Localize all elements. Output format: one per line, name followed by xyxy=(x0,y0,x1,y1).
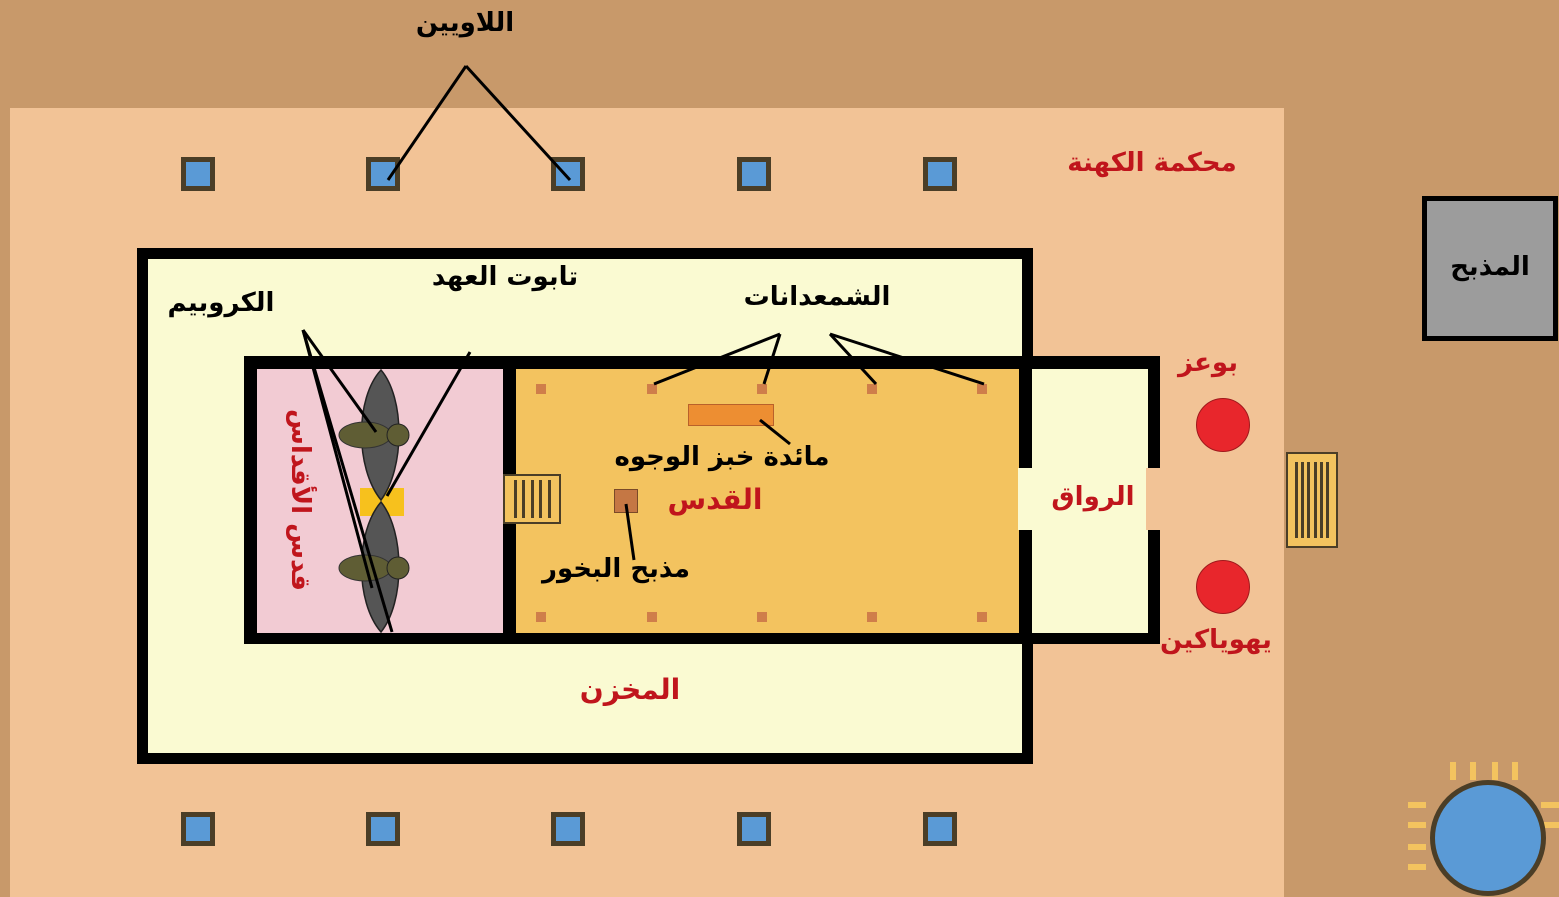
pillar-icon xyxy=(366,812,400,846)
inner-steps-icon xyxy=(503,474,561,524)
lampstand-icon xyxy=(757,612,767,622)
bread-table-icon xyxy=(688,404,774,426)
priests-court-label: محكمة الكهنة xyxy=(1067,148,1237,178)
pillar-icon xyxy=(737,157,771,191)
sea-stand-icon xyxy=(1408,762,1559,870)
pillar-icon xyxy=(181,812,215,846)
lampstand-icon xyxy=(867,612,877,622)
storehouse-label: المخزن xyxy=(579,673,681,706)
pillar-icon xyxy=(923,157,957,191)
altar-label: المذبح xyxy=(1450,252,1530,282)
pillar-icon xyxy=(551,157,585,191)
altar-box xyxy=(1422,196,1558,341)
porch-room xyxy=(1032,369,1148,633)
bronze-sea-icon xyxy=(1430,780,1546,896)
lampstand-icon xyxy=(536,384,546,394)
boaz-label: بوعز xyxy=(1178,348,1238,378)
lampstand-icon xyxy=(977,612,987,622)
lampstand-icon xyxy=(977,384,987,394)
pillar-icon xyxy=(366,157,400,191)
jachin-label: يهوياكين xyxy=(1160,625,1272,655)
holy-place-label: القدس xyxy=(667,483,763,516)
outer-steps-icon xyxy=(1286,452,1338,548)
porch-inner-opening xyxy=(1018,468,1034,530)
bread-table-label: مائدة خبز الوجوه xyxy=(614,442,830,472)
porch-label: الرواق xyxy=(1051,482,1135,512)
ark-label: تابوت العهد xyxy=(431,262,579,292)
lampstand-icon xyxy=(867,384,877,394)
incense-altar-icon xyxy=(614,489,638,513)
incense-altar-label: مذبح البخور xyxy=(542,554,690,584)
pillar-icon xyxy=(181,157,215,191)
pillar-icon xyxy=(923,812,957,846)
jachin-column-icon xyxy=(1196,560,1250,614)
porch-entrance xyxy=(1146,468,1166,530)
holy-of-holies-label: قدس الأقداس xyxy=(285,408,315,592)
lampstands-label: الشمعدانات xyxy=(743,282,891,312)
cherub-icon xyxy=(338,368,410,634)
pillar-icon xyxy=(551,812,585,846)
lampstand-icon xyxy=(647,384,657,394)
lampstand-icon xyxy=(647,612,657,622)
cherubim-label: الكروبيم xyxy=(167,288,275,318)
pillar-icon xyxy=(737,812,771,846)
lampstand-icon xyxy=(536,612,546,622)
levites-label: اللاويين xyxy=(415,8,515,38)
lampstand-icon xyxy=(757,384,767,394)
boaz-column-icon xyxy=(1196,398,1250,452)
